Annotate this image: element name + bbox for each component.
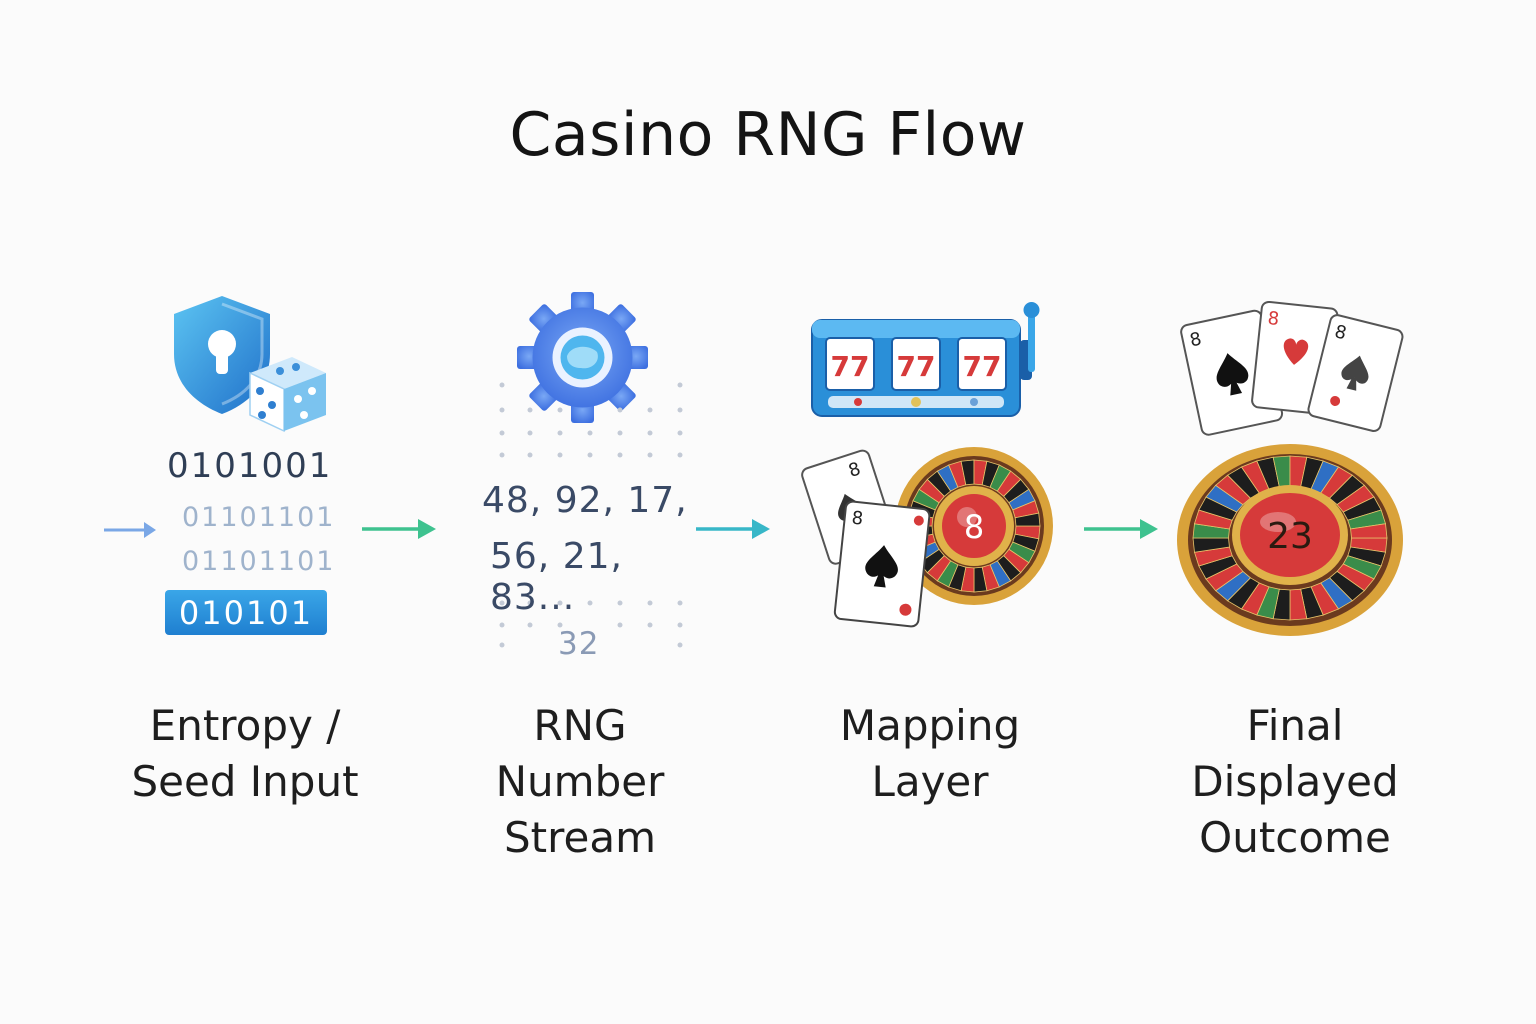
gear-icon [517, 292, 648, 423]
slot-machine-icon: 77 77 77 [811, 302, 1040, 417]
fan-card-2-rank: 8 [1267, 308, 1281, 330]
label-line: Final [1246, 701, 1344, 750]
flow-arrow-3 [1084, 519, 1158, 539]
binary-faded-2: 01101101 [182, 546, 336, 577]
number-faded: 32 [558, 626, 600, 662]
slot-reel-2: 77 [897, 350, 936, 383]
label-line: Stream [504, 813, 656, 862]
stage-final-outcome: 8 8 8 23 [1165, 295, 1415, 655]
slot-reel-1: 77 [831, 350, 870, 383]
stage-label-mapping: Mapping Layer [780, 698, 1080, 810]
fan-card-3-rank: 8 [1332, 321, 1348, 344]
number-row-1: 48, 92, 17, [482, 480, 688, 521]
stage-label-rng: RNG Number Stream [430, 698, 730, 866]
card-fan-icon: 8 8 8 [1180, 300, 1404, 436]
label-line: Outcome [1199, 813, 1391, 862]
label-line: Entropy / [149, 701, 341, 750]
roulette-pocket [1014, 512, 1041, 527]
binary-faded-1: 01101101 [182, 502, 336, 533]
dot-matrix [499, 382, 683, 648]
stage-label-final: Final Displayed Outcome [1145, 698, 1445, 866]
label-line: Mapping [839, 701, 1021, 750]
label-line: Displayed [1191, 757, 1399, 806]
diagram-title: Casino RNG Flow [509, 100, 1027, 170]
label-line: Seed Input [131, 757, 359, 806]
binary-badge: 010101 [165, 590, 327, 635]
shield-lock-icon [174, 296, 270, 414]
flow-arrow-1 [362, 519, 436, 539]
stage-mapping-layer: 77 77 77 8 8 8 [790, 295, 1065, 635]
binary-badge-text: 010101 [178, 594, 314, 632]
binary-main: 0101001 [167, 446, 333, 486]
label-line: Number [495, 757, 665, 806]
roulette-pocket [1350, 523, 1388, 539]
number-row-2: 56, 21, 83... [490, 536, 623, 618]
stage-rng-stream: 48, 92, 17, 56, 21, 83... 32 [470, 290, 710, 670]
label-line: RNG [533, 701, 627, 750]
dice-icon [249, 357, 326, 433]
stage-label-entropy: Entropy / Seed Input [95, 698, 395, 810]
card-front-rank: 8 [851, 508, 865, 530]
input-arrow [104, 522, 156, 538]
slot-reel-3: 77 [963, 350, 1002, 383]
roulette-result-icon: 23 [1177, 444, 1403, 636]
wheel-result-label: 23 [1267, 516, 1313, 557]
playing-card-front: 8 [833, 500, 931, 628]
label-line: Layer [871, 757, 989, 806]
flow-arrow-2 [696, 519, 770, 539]
fan-card-1-rank: 8 [1188, 329, 1204, 352]
stage-entropy-seed: 0101001 01101101 01101101 010101 [120, 290, 370, 650]
wheel-center-label: 8 [964, 508, 984, 546]
